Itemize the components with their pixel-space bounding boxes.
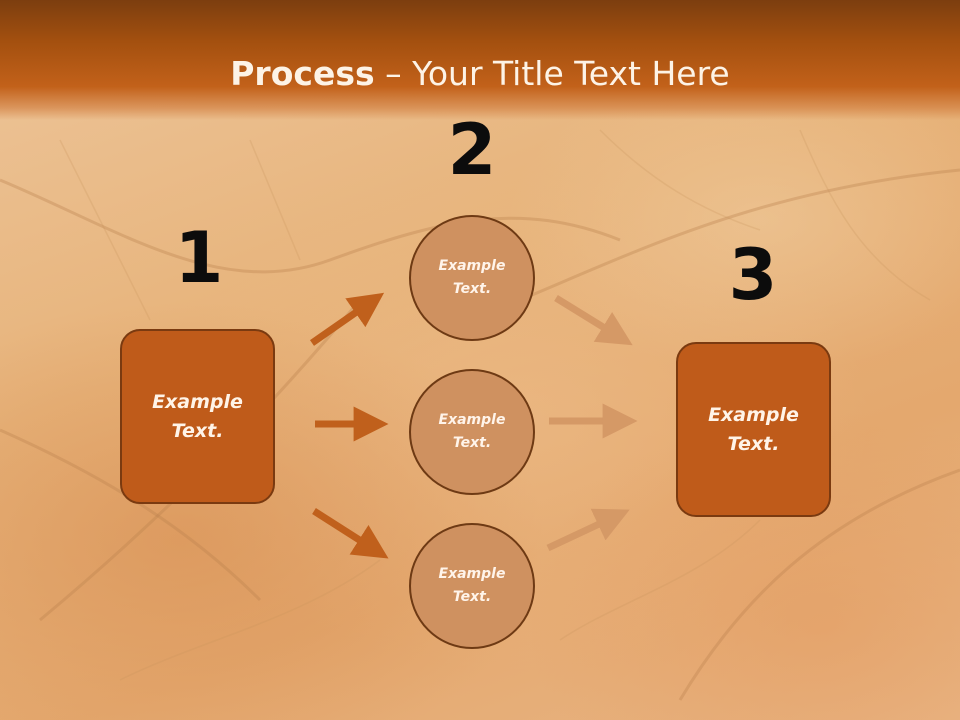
slide-title: Process – Your Title Text Here (0, 54, 960, 94)
arrow-1-to-top (309, 292, 385, 346)
step-3-box[interactable]: Example Text. (676, 342, 831, 517)
title-rest: – Your Title Text Here (374, 54, 730, 93)
step-1-label: Example Text. (152, 390, 243, 442)
step-number-3: 3 (728, 234, 778, 316)
arrow-top-to-3 (554, 295, 633, 346)
circle-middle-label: Example Text. (438, 412, 506, 451)
arrow-bottom-to-3 (546, 508, 630, 552)
step-3-label: Example Text. (708, 403, 799, 455)
title-bold: Process (230, 54, 375, 93)
step-number-2: 2 (447, 109, 497, 191)
title-bar (0, 0, 960, 120)
step-1-box[interactable]: Example Text. (120, 329, 275, 504)
step-number-1: 1 (174, 217, 224, 299)
circle-bottom-label: Example Text. (438, 566, 506, 605)
arrow-1-to-bottom (312, 508, 389, 559)
step-2-circle-middle[interactable]: Example Text. (409, 369, 535, 495)
step-2-circle-top[interactable]: Example Text. (409, 215, 535, 341)
step-2-circle-bottom[interactable]: Example Text. (409, 523, 535, 649)
circle-top-label: Example Text. (438, 258, 506, 297)
